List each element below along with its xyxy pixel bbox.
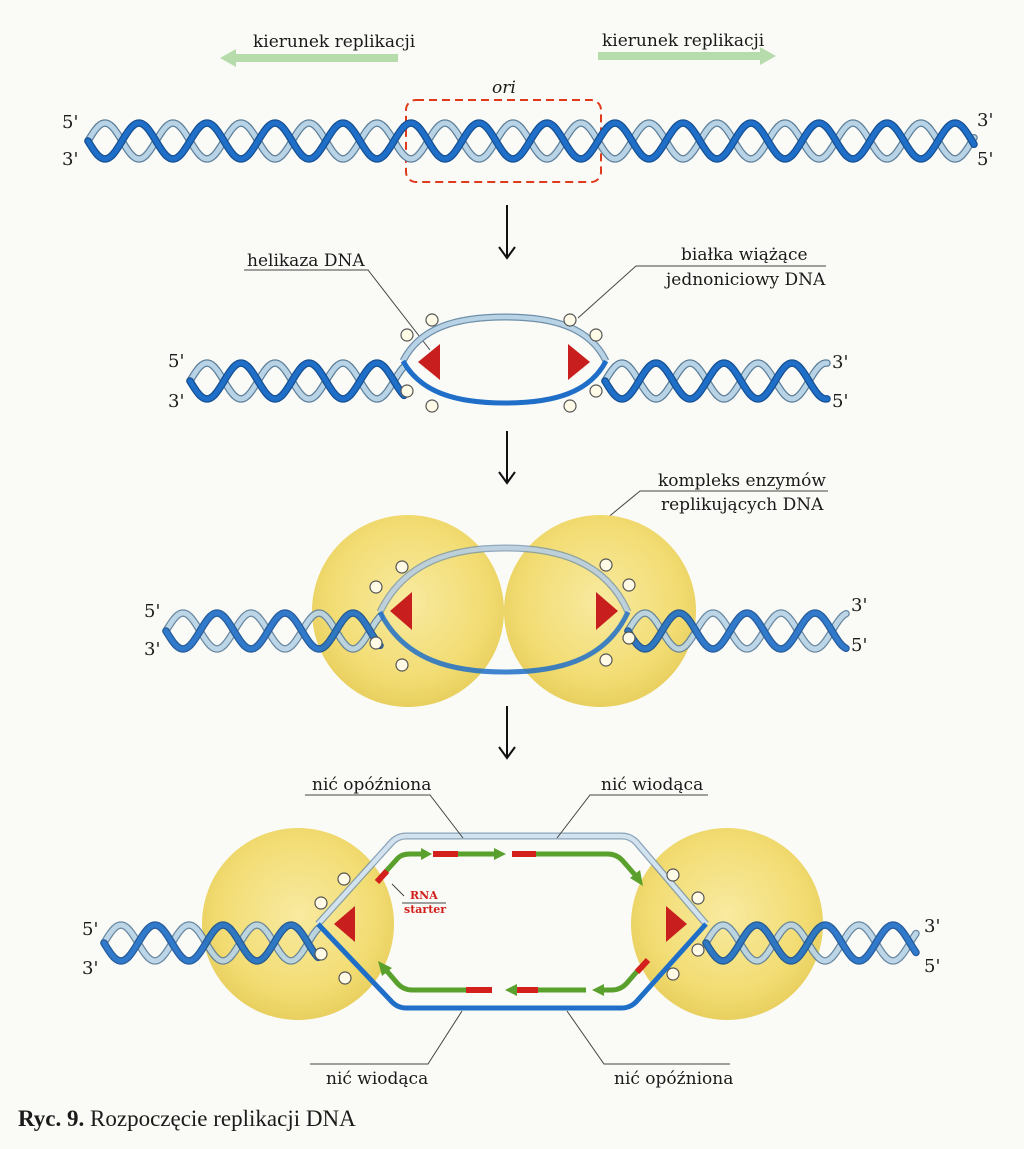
figure-title: Rozpoczęcie replikacji DNA: [90, 1106, 356, 1131]
ssb-protein: [590, 329, 602, 341]
ssb-protein: [564, 400, 576, 412]
end-label-3prime-right: 3': [977, 110, 993, 131]
ssb-protein: [667, 869, 679, 881]
leading-strand-bottom: [386, 970, 466, 990]
ssb-label-line1: białka wiążące: [681, 245, 808, 265]
end-label-5prime-left: 5': [168, 351, 184, 372]
ssb-protein: [600, 654, 612, 666]
leading-bottom-leader-line: [310, 1011, 462, 1064]
arrowhead: [592, 984, 604, 996]
ssb-protein: [370, 581, 382, 593]
ssb-protein: [338, 873, 350, 885]
arrowhead: [494, 848, 506, 860]
left-direction-label: kierunek replikacji: [253, 32, 416, 52]
end-label-5prime-right: 5': [851, 635, 867, 656]
arrowhead: [421, 848, 432, 860]
ori-label: ori: [492, 78, 516, 98]
complex-label-line2: replikujących DNA: [661, 495, 824, 515]
lagging-bottom-leader-line: [567, 1011, 730, 1064]
ssb-protein: [564, 314, 576, 326]
end-label-3prime-left: 3': [168, 391, 184, 412]
rna-primer-label-line1: RNA: [410, 889, 438, 902]
dna-helix-left-segment: [190, 363, 404, 399]
ssb-protein: [623, 632, 635, 644]
stage-2-bubble: helikaza DNA białka wiążące jednoniciowy…: [168, 245, 848, 412]
end-label-5prime-right: 5': [924, 956, 940, 977]
end-label-3prime-right: 3': [832, 352, 848, 373]
lagging-strand-bottom-label: nić opóźniona: [614, 1069, 733, 1089]
ssb-protein: [692, 892, 704, 904]
leading-strand-bottom-label: nić wiodąca: [326, 1069, 428, 1089]
rna-primer-pointer: [392, 884, 404, 896]
leading-top-leader-line: [557, 795, 708, 838]
dna-double-helix: [88, 123, 974, 159]
ssb-protein: [667, 968, 679, 980]
end-label-3prime-left: 3': [144, 639, 160, 660]
rna-primer-label-line2: starter: [404, 903, 446, 916]
end-label-3prime-left: 3': [82, 958, 98, 979]
ssb-protein: [692, 944, 704, 956]
end-label-5prime-right: 5': [977, 149, 993, 170]
helicase-label: helikaza DNA: [247, 251, 365, 271]
leading-strand-top-label: nić wiodąca: [601, 775, 703, 795]
end-label-5prime-left: 5': [82, 919, 98, 940]
ssb-protein: [590, 385, 602, 397]
lagging-strand-top-label: nić opóźniona: [312, 775, 431, 795]
figure-number: Ryc. 9.: [18, 1106, 84, 1131]
end-label-3prime-right: 3': [924, 916, 940, 937]
stage-4-replication-forks: nić opóźniona nić wiodąca RNA starter ni…: [82, 775, 940, 1089]
ssb-protein: [396, 659, 408, 671]
ssb-protein: [315, 948, 327, 960]
figure-caption: Ryc. 9. Rozpoczęcie replikacji DNA: [18, 1106, 356, 1132]
helicase-right: [568, 344, 590, 380]
ssb-label-line2: jednoniciowy DNA: [664, 270, 826, 290]
stage-1-origin: kierunek replikacji kierunek replikacji …: [62, 31, 993, 182]
ssb-protein: [315, 897, 327, 909]
ssb-protein: [623, 579, 635, 591]
end-label-5prime-left: 5': [144, 601, 160, 622]
ori-box: [406, 100, 601, 182]
ssb-protein: [600, 559, 612, 571]
end-label-3prime-left: 3': [62, 149, 78, 170]
ssb-protein: [426, 314, 438, 326]
leading-strand-top: [536, 854, 636, 876]
complex-label-line1: kompleks enzymów: [658, 471, 826, 491]
ssb-protein: [426, 400, 438, 412]
arrowhead: [505, 984, 517, 996]
right-direction-label: kierunek replikacji: [602, 31, 765, 51]
end-label-5prime-right: 5': [832, 391, 848, 412]
dna-helix-right-segment: [605, 363, 827, 399]
end-label-3prime-right: 3': [851, 595, 867, 616]
ssb-protein: [401, 329, 413, 341]
ssb-protein: [396, 561, 408, 573]
ssb-protein: [370, 637, 382, 649]
end-label-5prime-left: 5': [62, 112, 78, 133]
ssb-protein: [401, 385, 413, 397]
ssb-protein: [339, 972, 351, 984]
stage-3-enzyme-complex: kompleks enzymów replikujących DNA 5' 3'…: [144, 471, 867, 707]
lagging-fragment: [604, 968, 640, 990]
lagging-top-leader-line: [305, 795, 463, 838]
